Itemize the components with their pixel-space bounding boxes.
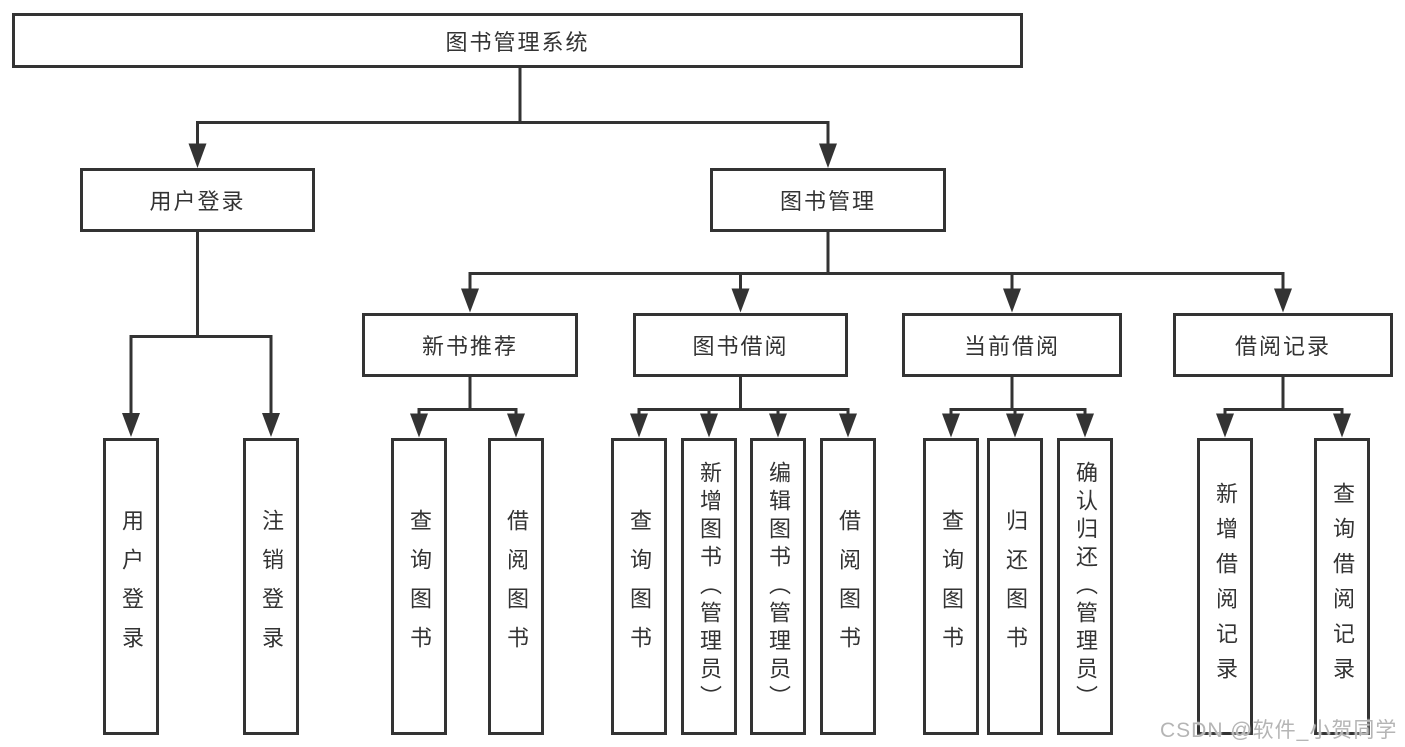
arrowhead-icon (1216, 413, 1234, 438)
arrowhead-icon (1076, 413, 1094, 438)
connector-user-login (129, 231, 273, 417)
node-new-book-recommend: 新书推荐 (362, 313, 578, 377)
arrowhead-icon (769, 413, 787, 438)
leaf-add-books-admin-label: 新增图书（管理员） (697, 460, 722, 713)
leaf-query-borrow-record-label: 查询借阅记录 (1330, 481, 1355, 692)
connector-root (196, 66, 830, 147)
leaf-add-borrow-record-label: 新增借阅记录 (1213, 481, 1238, 692)
leaf-borrow-books-recommend-label: 借阅图书 (504, 508, 529, 665)
leaf-query-books-recommend: 查询图书 (391, 438, 447, 735)
leaf-logout: 注销登录 (243, 438, 299, 735)
node-book-management-label: 图书管理 (779, 189, 876, 214)
node-current-borrow-label: 当前借阅 (963, 334, 1060, 359)
leaf-user-login-label: 用户登录 (119, 508, 144, 665)
leaf-logout-label: 注销登录 (259, 508, 284, 665)
arrowhead-icon (839, 413, 857, 438)
leaf-edit-books-admin-label: 编辑图书（管理员） (766, 460, 791, 713)
connector-current-borrow (949, 376, 1087, 417)
arrowhead-icon (942, 413, 960, 438)
connector-borrow-records (1223, 376, 1344, 417)
node-root: 图书管理系统 (12, 13, 1023, 68)
node-new-book-recommend-label: 新书推荐 (421, 334, 518, 359)
leaf-query-books-recommend-label: 查询图书 (407, 508, 432, 665)
leaf-add-borrow-record: 新增借阅记录 (1197, 438, 1253, 735)
arrowhead-icon (122, 413, 140, 437)
watermark: CSDN @软件_小贺同学 (1160, 719, 1398, 742)
node-book-management: 图书管理 (710, 168, 946, 232)
leaf-borrow-books-label: 借阅图书 (836, 508, 861, 665)
leaf-borrow-books: 借阅图书 (820, 438, 876, 735)
arrowhead-icon (1003, 288, 1021, 313)
arrowhead-icon (1006, 413, 1024, 438)
arrowhead-icon (1274, 288, 1292, 313)
leaf-add-books-admin: 新增图书（管理员） (681, 438, 737, 735)
arrowhead-icon (461, 288, 479, 313)
node-user-login-label: 用户登录 (149, 189, 246, 214)
arrowhead-icon (700, 413, 718, 438)
leaf-return-books-label: 归还图书 (1003, 508, 1028, 665)
leaf-confirm-return-admin: 确认归还（管理员） (1057, 438, 1113, 735)
leaf-query-books-borrow: 查询图书 (611, 438, 667, 735)
leaf-borrow-books-recommend: 借阅图书 (488, 438, 544, 735)
connector-new-book-recommend (417, 376, 518, 417)
arrowhead-icon (1333, 413, 1351, 438)
node-borrow-records-label: 借阅记录 (1234, 334, 1331, 359)
node-current-borrow: 当前借阅 (902, 313, 1122, 377)
arrowhead-icon (188, 143, 207, 168)
node-borrow-records: 借阅记录 (1173, 313, 1393, 377)
leaf-return-books: 归还图书 (987, 438, 1043, 735)
arrowhead-icon (819, 143, 837, 168)
leaf-confirm-return-admin-label: 确认归还（管理员） (1073, 460, 1098, 713)
node-root-label: 图书管理系统 (445, 29, 590, 55)
node-book-borrow-label: 图书借阅 (692, 334, 789, 359)
arrowhead-icon (731, 288, 750, 313)
arrowhead-icon (630, 413, 648, 438)
arrowhead-icon (507, 413, 525, 438)
leaf-query-books-current-label: 查询图书 (939, 508, 964, 665)
arrowhead-icon (262, 413, 280, 437)
leaf-query-books-borrow-label: 查询图书 (627, 508, 652, 665)
node-book-borrow: 图书借阅 (633, 313, 848, 377)
node-user-login: 用户登录 (80, 168, 315, 232)
arrowhead-icon (410, 413, 428, 438)
leaf-user-login: 用户登录 (103, 438, 159, 735)
leaf-query-borrow-record: 查询借阅记录 (1314, 438, 1370, 735)
leaf-query-books-current: 查询图书 (923, 438, 979, 735)
connector-book-management (468, 231, 1285, 292)
leaf-edit-books-admin: 编辑图书（管理员） (750, 438, 806, 735)
connector-book-borrow (637, 376, 850, 417)
